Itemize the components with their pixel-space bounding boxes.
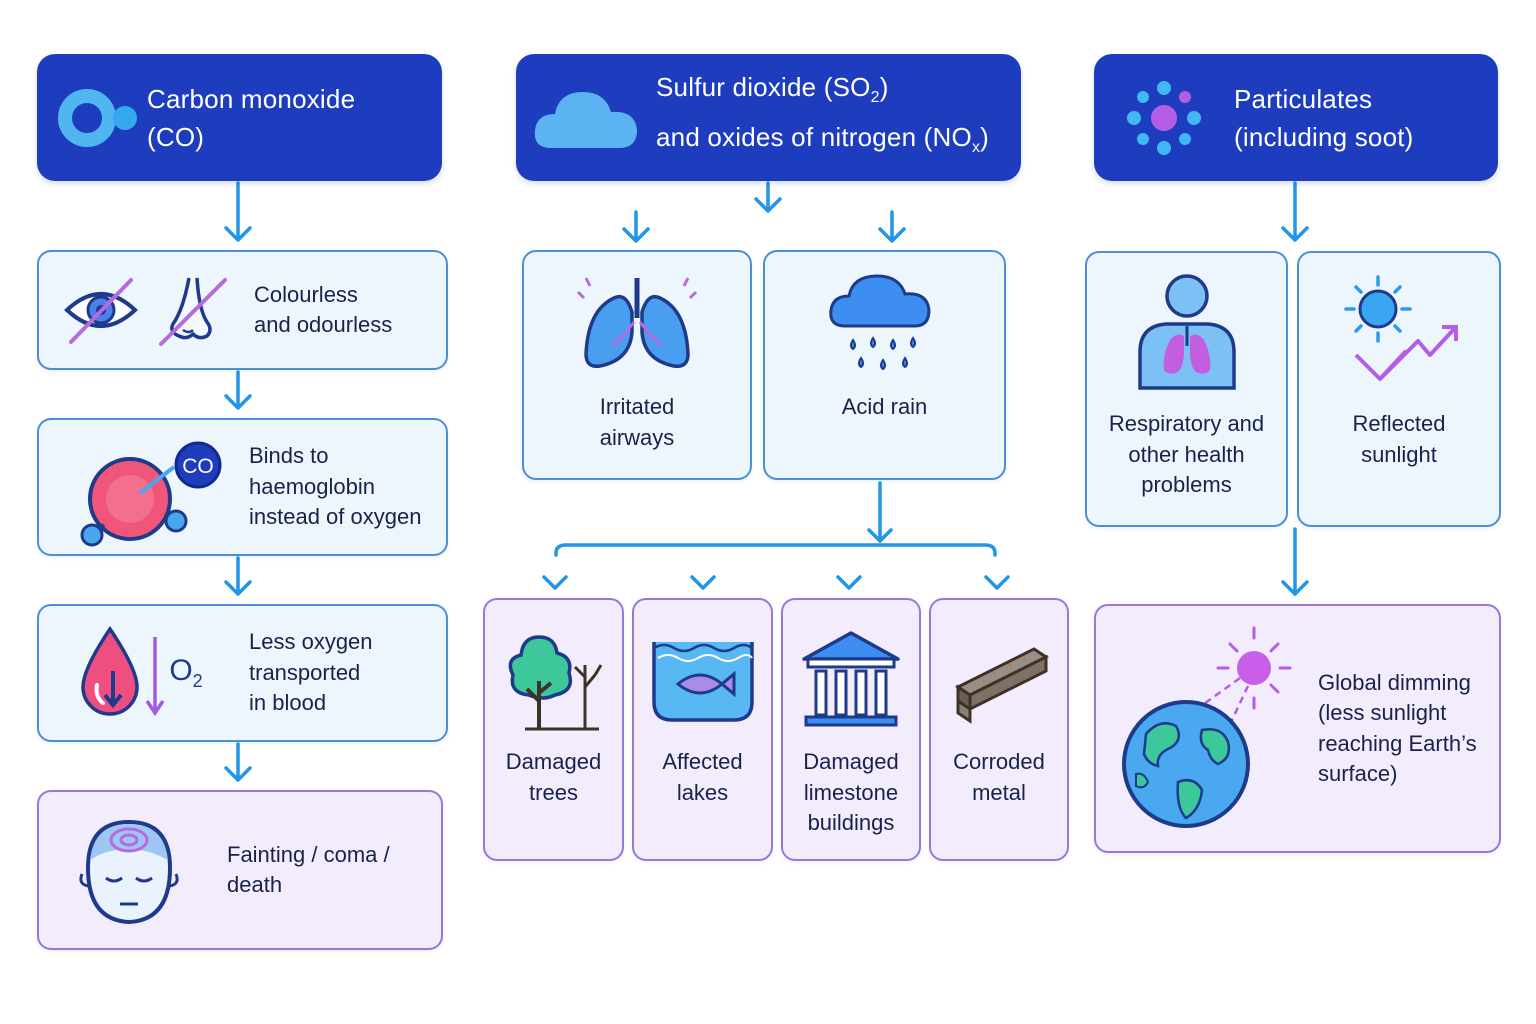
- branch-acid-rain: [867, 481, 893, 543]
- buildings-line2: limestone: [803, 779, 899, 805]
- oxygen-down-arrow-icon: [145, 637, 165, 717]
- header-pm-line2: (including soot): [1234, 121, 1414, 152]
- card-corroded-metal: Corroded metal: [929, 598, 1069, 861]
- colourless-line1: Colourless: [254, 281, 358, 307]
- co-molecule-icon: [37, 73, 147, 163]
- card-damaged-limestone-buildings: Damaged limestone buildings: [781, 598, 921, 861]
- header-co-line1: Carbon monoxide: [147, 83, 356, 114]
- dimming-line3: reaching Earth’s: [1318, 730, 1477, 756]
- cloud-icon: [516, 78, 656, 158]
- lungs-icon: [524, 252, 750, 392]
- card-global-dimming: Global dimming (less sunlight reaching E…: [1094, 604, 1501, 853]
- arrow-damage-4: [984, 575, 1010, 590]
- header-sox-line2b: ): [980, 121, 989, 152]
- trees-line1: Damaged: [505, 749, 602, 774]
- arrow-co-2: [224, 370, 252, 410]
- arrow-pm-2: [1281, 527, 1309, 596]
- header-sox-line2a: and oxides of nitrogen (NO: [656, 121, 972, 152]
- binds-line1: Binds to: [249, 443, 329, 469]
- arrow-sox-left: [622, 210, 650, 243]
- fainting-line2: death: [227, 872, 283, 897]
- colourless-line2: and odourless: [254, 312, 393, 337]
- header-pm-line1: Particulates: [1234, 83, 1373, 114]
- card-damaged-trees: Damaged trees: [483, 598, 624, 861]
- respiratory-line2: other health: [1128, 441, 1245, 467]
- less-oxygen-line1: Less oxygen: [249, 629, 373, 655]
- header-sulfur-nitrogen-oxides: Sulfur dioxide (SO2) and oxides of nitro…: [516, 54, 1021, 181]
- o2-label: O2: [169, 654, 202, 692]
- lake-fish-icon: [634, 612, 771, 747]
- arrow-damage-3: [836, 575, 862, 590]
- sun-reflect-icon: [1299, 253, 1499, 409]
- arrow-sox-center: [754, 181, 782, 213]
- header-sox-line1b: ): [879, 72, 889, 103]
- arrow-damage-2: [690, 575, 716, 590]
- less-oxygen-line3: in blood: [249, 690, 327, 716]
- header-particulates: Particulates (including soot): [1094, 54, 1498, 181]
- co-badge: CO: [182, 455, 214, 478]
- o2-subscript: 2: [192, 671, 203, 691]
- reflected-line2: sunlight: [1361, 441, 1437, 467]
- dimming-line1: Global dimming: [1318, 669, 1471, 695]
- buildings-line3: buildings: [807, 810, 895, 835]
- fainting-line1: Fainting / coma /: [227, 841, 390, 867]
- card-reflected-sunlight: Reflected sunlight: [1297, 251, 1501, 527]
- reflected-line1: Reflected: [1352, 411, 1446, 436]
- acid-rain-label: Acid rain: [841, 394, 928, 419]
- card-respiratory-health: Respiratory and other health problems: [1085, 251, 1288, 527]
- header-sox-line1a: Sulfur dioxide (SO: [656, 72, 871, 103]
- arrow-damage-1: [542, 575, 568, 590]
- respiratory-line3: problems: [1141, 472, 1232, 497]
- binds-line2: haemoglobin: [249, 473, 375, 499]
- rain-cloud-icon: [765, 252, 1004, 392]
- unconscious-head-icon: [79, 819, 179, 925]
- header-carbon-monoxide: Carbon monoxide (CO): [37, 54, 442, 181]
- metal-beam-icon: [931, 612, 1067, 747]
- card-less-oxygen: O2 Less oxygen transported in blood: [37, 604, 448, 742]
- header-co-line2: (CO): [147, 121, 205, 152]
- particles-icon: [1094, 73, 1234, 163]
- earth-sun-icon: [1096, 614, 1306, 844]
- header-sox-line1sub: 2: [870, 89, 880, 107]
- branch-bar: [554, 543, 997, 557]
- metal-line1: Corroded: [953, 749, 1045, 774]
- haemoglobin-icon: CO: [80, 441, 222, 547]
- respiratory-line1: Respiratory and: [1108, 411, 1265, 436]
- arrow-pm-1: [1281, 181, 1309, 242]
- blood-drop-icon: [81, 625, 140, 716]
- card-fainting-coma-death: Fainting / coma / death: [37, 790, 443, 950]
- buildings-line1: Damaged: [803, 749, 899, 774]
- card-irritated-airways: Irritated airways: [522, 250, 752, 480]
- metal-line2: metal: [972, 779, 1026, 805]
- card-colourless-odourless: Colourless and odourless: [37, 250, 448, 370]
- card-binds-haemoglobin: CO Binds to haemoglobin instead of oxyge…: [37, 418, 448, 556]
- arrow-co-4: [224, 742, 252, 782]
- crossed-eye-icon: [63, 278, 138, 344]
- binds-line3: instead of oxygen: [249, 504, 422, 530]
- dimming-line2: (less sunlight: [1318, 700, 1447, 725]
- dimming-line4: surface): [1318, 761, 1398, 786]
- lakes-line2: lakes: [676, 779, 729, 805]
- lakes-line1: Affected: [662, 749, 743, 774]
- crossed-nose-icon: [158, 277, 227, 346]
- less-oxygen-line2: transported: [249, 659, 361, 685]
- o2-letter: O: [169, 654, 193, 687]
- arrow-sox-right: [878, 210, 906, 243]
- building-icon: [783, 612, 919, 747]
- irritated-line1: Irritated: [599, 394, 675, 419]
- arrow-co-1: [224, 181, 252, 242]
- card-affected-lakes: Affected lakes: [632, 598, 773, 861]
- card-acid-rain: Acid rain: [763, 250, 1006, 480]
- arrow-co-3: [224, 556, 252, 596]
- trees-icon: [485, 612, 622, 747]
- irritated-line2: airways: [599, 424, 675, 450]
- person-lungs-icon: [1087, 253, 1286, 409]
- header-sox-line2sub: x: [971, 138, 981, 156]
- trees-line2: trees: [529, 779, 578, 805]
